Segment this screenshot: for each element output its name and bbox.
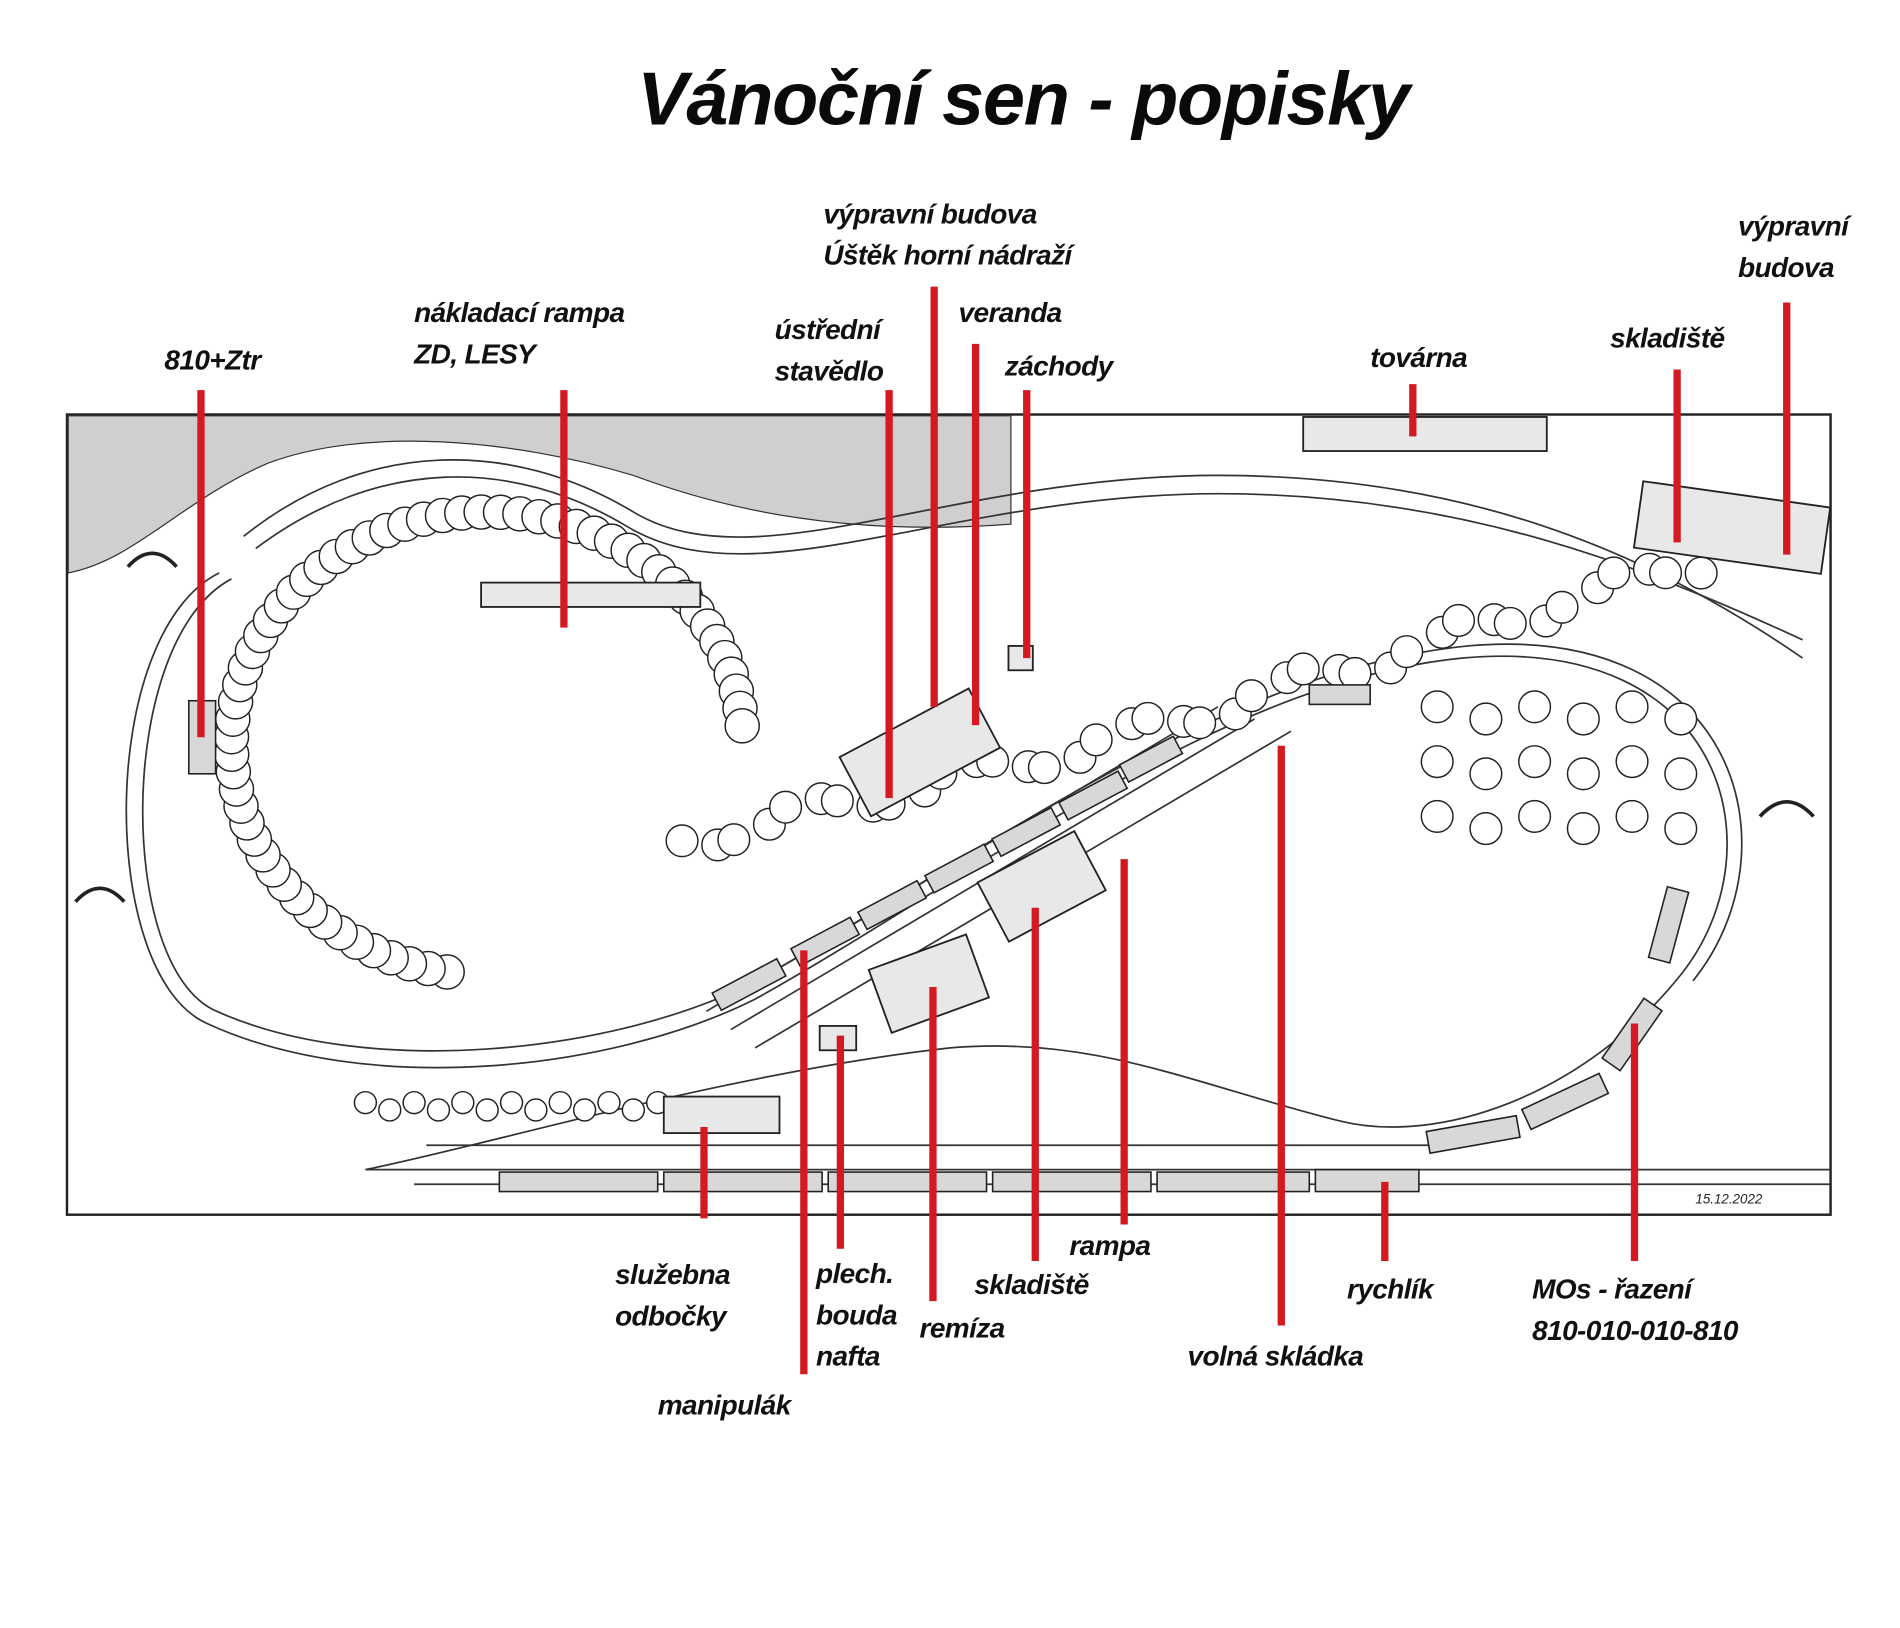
tree [1420, 799, 1454, 833]
tree [621, 1098, 646, 1122]
tree [1027, 751, 1061, 785]
tree [1664, 757, 1698, 791]
tree [1469, 757, 1503, 791]
label-volna-skladka: volná skládka [1188, 1341, 1364, 1372]
building-depot [867, 933, 991, 1035]
track-main-loop [125, 572, 1831, 1171]
tree [426, 1098, 451, 1122]
signature-date: 15.12.2022 [1695, 1192, 1763, 1207]
tree [1684, 556, 1718, 590]
label-zachody: záchody [1004, 351, 1115, 382]
label-manipulak: manipulák [658, 1389, 793, 1420]
tree [597, 1090, 621, 1115]
tree [475, 1098, 499, 1122]
page-title: Vánoční sen - popisky [637, 58, 1414, 142]
tree [548, 1090, 572, 1115]
label-tovarna: továrna [1370, 342, 1467, 373]
tree [1566, 812, 1600, 846]
tree [1493, 606, 1527, 640]
label-veranda: veranda [959, 297, 1062, 328]
tree [499, 1090, 524, 1115]
label-skladiste-bottom: skladiště [974, 1269, 1089, 1300]
tree [1079, 723, 1113, 757]
tree [820, 784, 854, 818]
tree [1234, 679, 1269, 713]
tree [1441, 603, 1476, 638]
tree [1597, 556, 1631, 590]
tunnel-portal-right [1758, 800, 1815, 818]
tree [665, 824, 699, 858]
tree [769, 790, 803, 824]
tree [572, 1098, 597, 1122]
leader-lines [197, 286, 1791, 1375]
tree [1545, 590, 1579, 624]
tree [1566, 702, 1600, 736]
tree [1286, 652, 1320, 686]
tree [1518, 745, 1552, 779]
tree [524, 1098, 548, 1122]
building-ramp [480, 581, 702, 608]
building-station-main [838, 687, 1002, 818]
tree [1648, 556, 1683, 590]
building-warehouse [976, 829, 1107, 943]
label-rampa: rampa [1069, 1230, 1150, 1261]
tree [1420, 745, 1454, 779]
building-station-right [1632, 480, 1832, 575]
tree [451, 1090, 475, 1115]
tree [1566, 757, 1600, 791]
tunnel-portal-left-top [126, 551, 178, 569]
tree [1390, 635, 1424, 669]
tree [353, 1090, 378, 1115]
tree [1183, 706, 1217, 740]
tree [1131, 701, 1165, 735]
tree [724, 708, 760, 744]
tunnel-portal-left [74, 886, 126, 903]
label-rychlik: rychlík [1347, 1274, 1435, 1305]
tree [717, 823, 751, 857]
tree [1518, 799, 1552, 833]
building-block-post [662, 1095, 781, 1135]
tree [1664, 702, 1698, 736]
tree [1664, 812, 1698, 846]
label-remiza: remíza [920, 1313, 1005, 1344]
label-skladiste-top: skladiště [1610, 323, 1725, 354]
forest-top [67, 415, 1012, 574]
train-freight [711, 735, 1184, 1012]
building-factory [1302, 416, 1548, 452]
tree [1518, 690, 1552, 724]
tree [402, 1090, 426, 1115]
tree [1469, 812, 1503, 846]
tree [1615, 799, 1649, 833]
tree [1469, 702, 1503, 736]
track-plan-drawing: 15.12.2022 [65, 413, 1832, 1216]
train-mos [1425, 885, 1690, 1155]
tree [1420, 690, 1454, 724]
tree [378, 1098, 402, 1122]
label-810-ztr: 810+Ztr [164, 344, 263, 375]
tree [1615, 690, 1649, 724]
railcar-810 [1308, 684, 1371, 706]
tree [1615, 745, 1649, 779]
